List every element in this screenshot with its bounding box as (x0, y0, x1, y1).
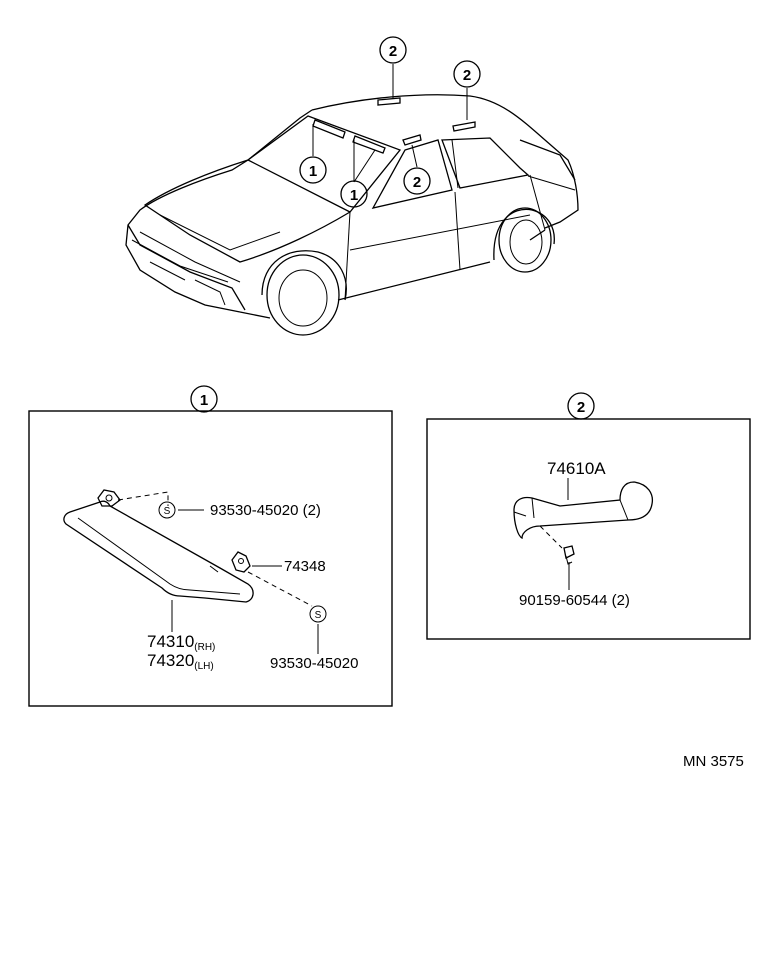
part-label-visor-lh: 74320(LH) (147, 651, 214, 672)
part-label-screw-90159-60544: 90159-60544 (2) (519, 592, 630, 609)
svg-text:1: 1 (309, 163, 317, 180)
svg-text:S: S (164, 506, 171, 517)
callout-1-left: 1 (299, 156, 327, 184)
callout-2-rear: 2 (453, 60, 481, 88)
callout-2-top: 2 (379, 36, 407, 64)
diagram-reference-code: MN 3575 (683, 753, 744, 770)
svg-text:1: 1 (200, 392, 208, 409)
svg-text:2: 2 (413, 174, 421, 191)
assist-grip-leaders (539, 478, 570, 590)
group-2-header: 2 (567, 392, 595, 420)
assist-grip-drawing (513, 481, 654, 565)
sun-visor-leaders (117, 491, 319, 654)
group-1-header: 1 (190, 385, 218, 413)
svg-text:2: 2 (389, 43, 397, 60)
sun-visor-drawing (63, 489, 254, 603)
svg-text:1: 1 (350, 187, 358, 204)
svg-text:2: 2 (463, 67, 471, 84)
group-2-box (426, 418, 751, 640)
screw-symbol-top: S (158, 501, 176, 519)
callout-2-front: 2 (403, 167, 431, 195)
part-label-screw-93530-45020-2: 93530-45020 (2) (210, 502, 321, 519)
callout-1-center: 1 (340, 180, 368, 208)
svg-text:2: 2 (577, 399, 585, 416)
svg-text:S: S (315, 610, 322, 621)
car-callout-leaders (312, 64, 468, 183)
screw-symbol-bottom: S (309, 605, 327, 623)
part-label-screw-93530-45020: 93530-45020 (270, 655, 358, 672)
part-label-holder-74348: 74348 (284, 558, 326, 575)
part-label-visor-rh: 74310(RH) (147, 632, 215, 653)
group-1-box (28, 410, 393, 707)
part-label-grip-74610a: 74610A (547, 459, 606, 478)
car-illustration (125, 94, 579, 336)
